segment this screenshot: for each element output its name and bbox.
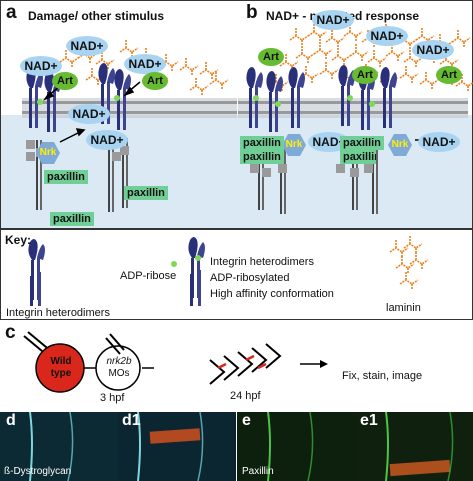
nad-oval: NAD+ xyxy=(66,36,108,56)
micrograph-d xyxy=(0,412,118,481)
panel-e-caption: Paxillin xyxy=(242,466,274,477)
membrane-b xyxy=(238,98,468,118)
wild-type-line: type xyxy=(50,368,72,379)
panel-d1-label: d1 xyxy=(122,412,141,429)
nad-oval: NAD+ xyxy=(308,132,350,152)
morpholino-line: nrk2b xyxy=(106,356,132,367)
nad-oval: NAD+ xyxy=(412,40,454,60)
process-steps: Fix, stain, image xyxy=(342,370,423,382)
wild-type-line: Wild xyxy=(50,356,72,367)
panel-a-label: a xyxy=(6,2,17,23)
key-adp-line: High affinity conformation xyxy=(210,288,334,300)
key-laminin-label: laminin xyxy=(386,302,421,314)
morpholino-line: MOs xyxy=(108,368,130,379)
nrk-hexagon: Nrk xyxy=(282,134,306,156)
nad-oval: NAD+ xyxy=(68,104,110,124)
nad-oval: NAD+ xyxy=(312,10,354,30)
paxillin-box: paxillin xyxy=(44,170,88,184)
key-integrin-label: Integrin heterodimers xyxy=(6,307,110,319)
key-adp-line: Integrin heterodimers xyxy=(210,256,314,268)
panel-e-label: e xyxy=(242,412,251,429)
paxillin-box: paxillin xyxy=(340,136,384,150)
nad-oval: NAD+ xyxy=(20,56,62,76)
panel-c-graphics xyxy=(23,331,328,393)
panel-a-title: Damage/ other stimulus xyxy=(28,9,165,23)
art-oval: Art xyxy=(258,48,284,66)
micrograph-d1 xyxy=(118,412,236,481)
paxillin-box: paxillin xyxy=(240,136,284,150)
paxillin-box: paxillin xyxy=(50,212,94,226)
art-oval: Art xyxy=(52,72,78,90)
panel-d-caption: ß-Dystroglycan xyxy=(4,466,72,477)
adp-ribose-dots xyxy=(37,95,375,107)
art-oval: Art xyxy=(352,66,378,84)
key-icons xyxy=(28,235,429,306)
paxillin-box: paxillin xyxy=(124,186,168,200)
nrk-hexagon: Nrk xyxy=(388,134,412,156)
key-adp-integrin-text: Integrin heterodimers ADP-ribosylated Hi… xyxy=(210,254,334,302)
panel-b-label: b xyxy=(246,2,258,23)
micrographs xyxy=(0,411,473,481)
paxillin-box: paxillin xyxy=(340,150,376,164)
panel-e1-label: e1 xyxy=(360,412,378,429)
nad-oval: NAD+ xyxy=(366,26,408,46)
key-label: Key: xyxy=(5,233,32,247)
time-3hpf: 3 hpf xyxy=(100,392,125,404)
nad-oval: NAD+ xyxy=(418,132,460,152)
panel-d-label: d xyxy=(6,412,16,429)
art-oval: Art xyxy=(436,66,462,84)
paxillin-box: paxillin xyxy=(240,150,284,164)
panel-c-label: c xyxy=(5,322,16,343)
art-oval: Art xyxy=(142,72,168,90)
morphant-embryo xyxy=(95,345,141,391)
key-adp-ribose-label: ADP-ribose xyxy=(120,270,177,282)
wild-type-label: Wild type xyxy=(46,356,76,380)
morpholino-label: nrk2b MOs xyxy=(104,356,134,380)
micrograph-e xyxy=(237,412,355,481)
key-adp-line: ADP-ribosylated xyxy=(210,272,290,284)
nad-oval: NAD+ xyxy=(124,54,166,74)
time-24hpf: 24 hpf xyxy=(230,390,261,402)
nad-oval: NAD+ xyxy=(86,130,128,150)
somite-chevrons xyxy=(209,343,282,385)
nrk-hexagon: Nrk xyxy=(36,142,60,164)
